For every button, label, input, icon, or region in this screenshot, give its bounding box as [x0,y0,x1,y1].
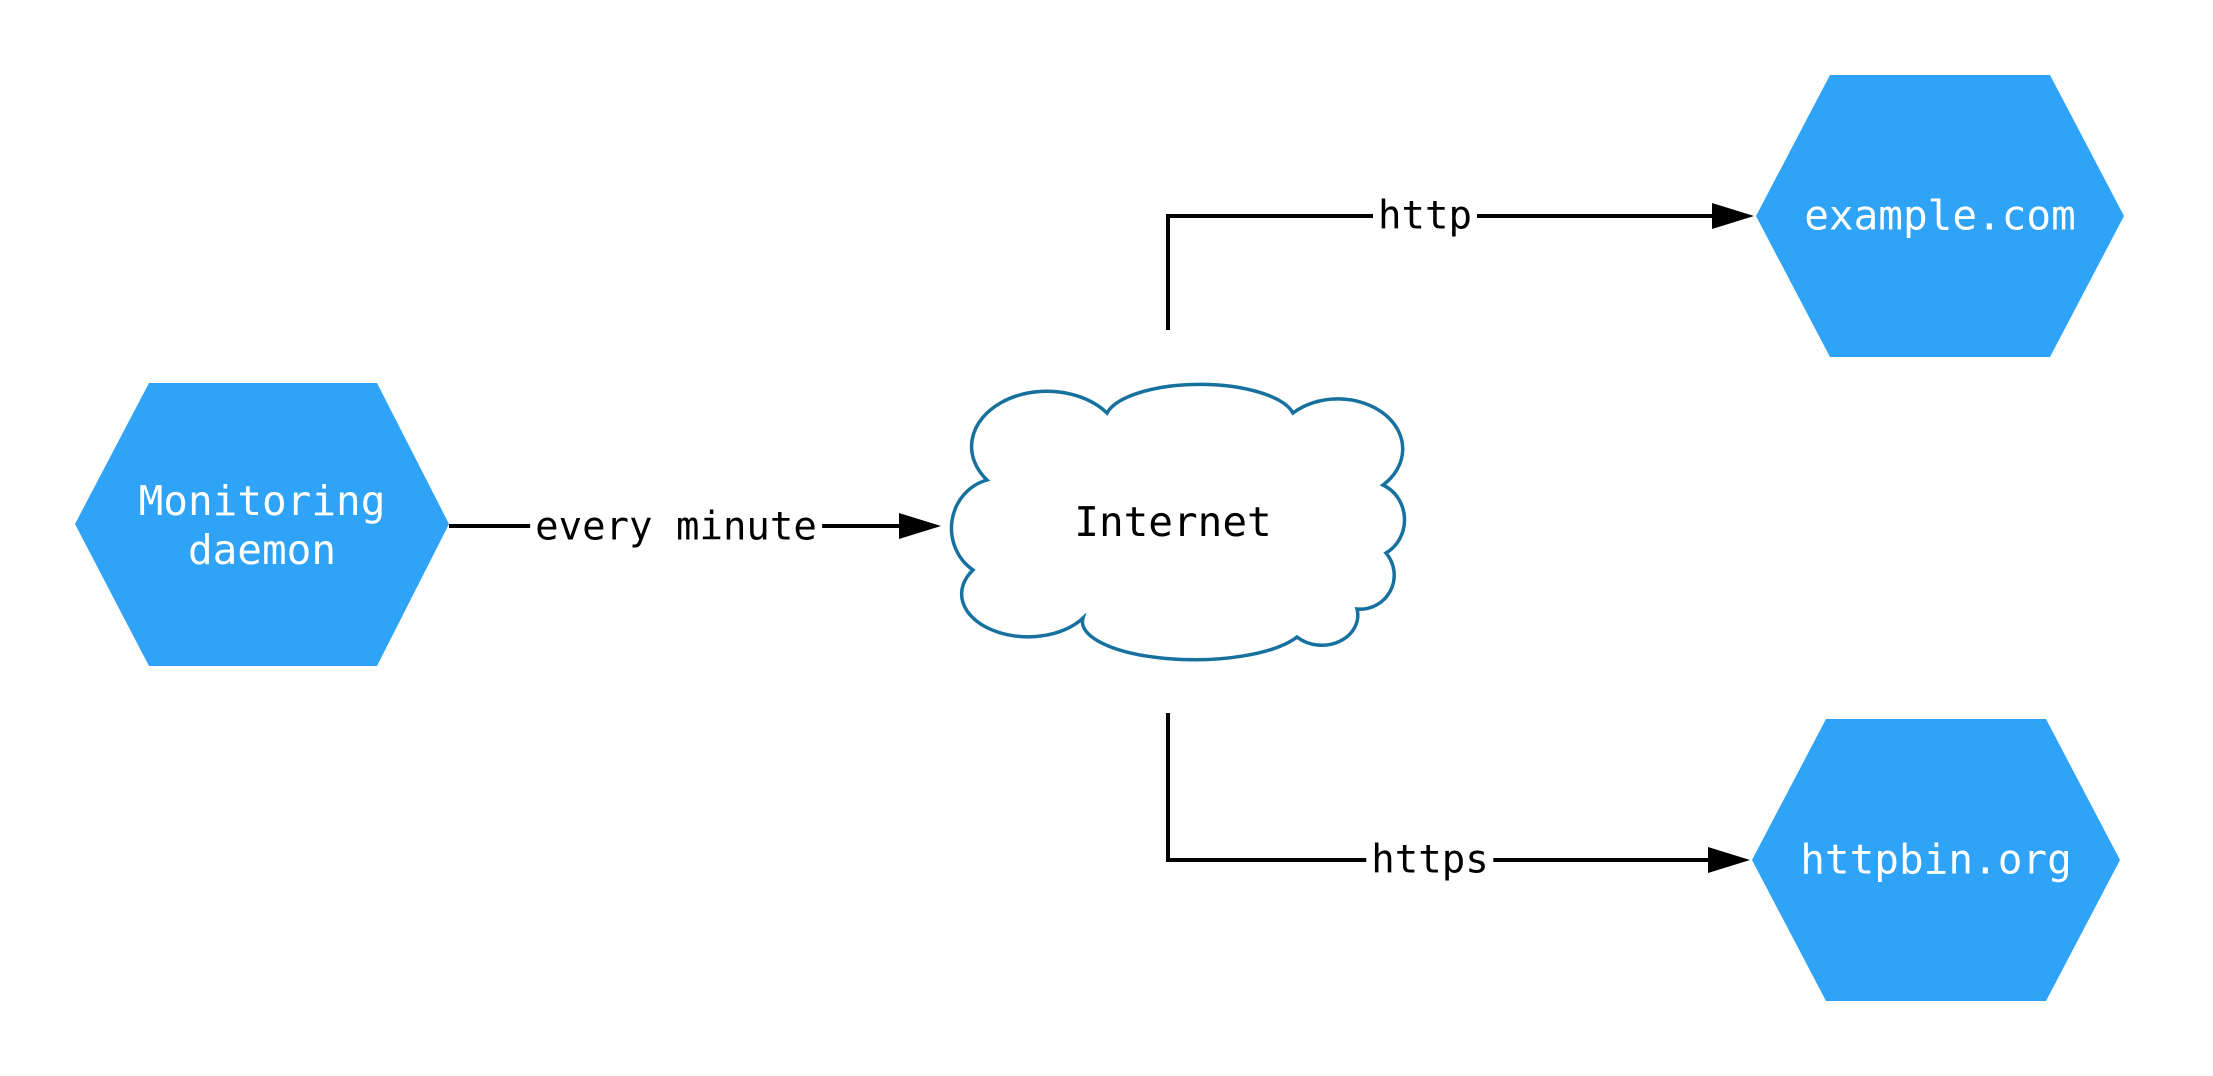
httpbin-org-node [1752,719,2120,1001]
monitoring-daemon-label-line2: daemon [187,526,337,574]
example-com-label: example.com [1804,191,2076,240]
edge-daemon-to-internet-arrowhead [899,513,941,539]
internet-cloud-shape [949,382,1407,662]
example-com-node [1756,75,2124,357]
edge-internet-to-example [1166,214,1714,330]
edge-label-https: https [1366,837,1494,883]
monitoring-daemon-node [75,383,449,666]
edge-internet-to-httpbin [1166,713,1710,862]
monitoring-daemon-label: Monitoring daemon [139,477,386,575]
edge-label-every-minute: every minute [530,504,822,550]
edge-label-http: http [1373,193,1477,239]
httpbin-org-label: httpbin.org [1800,835,2072,884]
edge-internet-to-httpbin-arrowhead [1708,847,1750,873]
edge-internet-to-example-arrowhead [1712,203,1754,229]
internet-label: Internet [1074,498,1272,546]
monitoring-daemon-label-line1: Monitoring [138,477,386,525]
